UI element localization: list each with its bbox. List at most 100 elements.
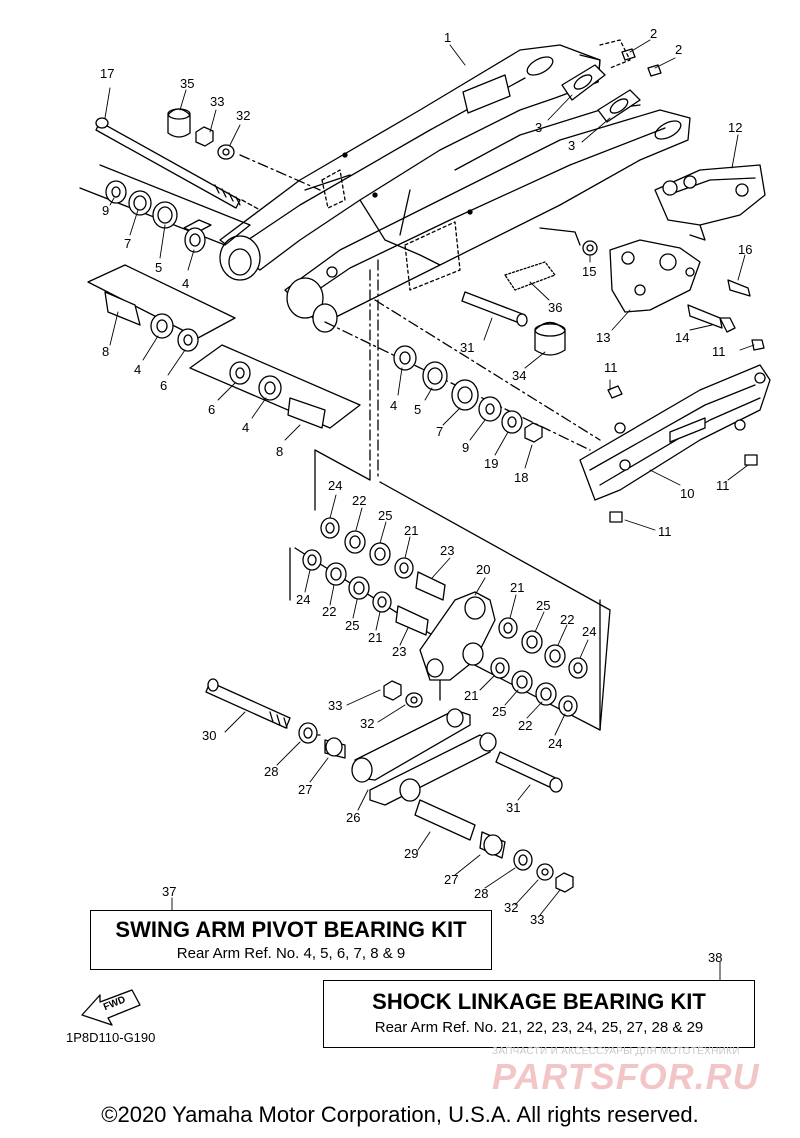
callout-22: 22: [518, 718, 532, 733]
pivot-bearing-set-upper-left: [79, 164, 251, 253]
callout-24: 24: [582, 624, 596, 639]
callout-28: 28: [264, 764, 278, 779]
callout-9: 9: [102, 203, 109, 218]
callout-11: 11: [716, 478, 730, 493]
swing-arm-kit-subtitle: Rear Arm Ref. No. 4, 5, 6, 7, 8 & 9: [176, 945, 406, 962]
callout-22: 22: [560, 612, 574, 627]
callout-24: 24: [328, 478, 342, 493]
callout-11: 11: [658, 524, 672, 539]
callout-18: 18: [514, 470, 528, 485]
callout-27: 27: [298, 782, 312, 797]
callout-27: 27: [444, 872, 458, 887]
callout-21: 21: [464, 688, 478, 703]
callout-8: 8: [276, 444, 283, 459]
watermark-tagline: ЗАПЧАСТИ И АКСЕССУАРЫ ДЛЯ МОТОТЕХНИКИ: [492, 1046, 740, 1057]
callout-33: 33: [328, 698, 342, 713]
callout-31: 31: [506, 800, 520, 815]
connecting-rod-group: [205, 599, 601, 893]
callout-3: 3: [535, 120, 542, 135]
chain-guide-bracket: [609, 239, 701, 313]
callout-4: 4: [390, 398, 397, 413]
callout-23: 23: [440, 543, 454, 558]
pivot-bolt-upper: [461, 291, 528, 327]
callout-8: 8: [102, 344, 109, 359]
callout-24: 24: [296, 592, 310, 607]
callout-31: 31: [460, 340, 474, 355]
shock-linkage-kit-title: SHOCK LINKAGE BEARING KIT: [372, 989, 706, 1014]
callout-5: 5: [155, 260, 162, 275]
callout-34: 34: [512, 368, 526, 383]
chain-guide: [654, 164, 766, 241]
callout-25: 25: [345, 618, 359, 633]
callout-14: 14: [675, 330, 689, 345]
chain-adjuster-plates: [561, 64, 641, 123]
pivot-bearing-set-lower-left: [189, 344, 361, 429]
relay-arm: [419, 591, 496, 681]
callout-4: 4: [182, 276, 189, 291]
callout-23: 23: [392, 644, 406, 659]
callout-2: 2: [675, 42, 682, 57]
callout-32: 32: [360, 716, 374, 731]
callout-13: 13: [596, 330, 610, 345]
callout-33: 33: [530, 912, 544, 927]
shock-linkage-kit-box: SHOCK LINKAGE BEARING KIT Rear Arm Ref. …: [323, 980, 755, 1048]
callout-7: 7: [436, 424, 443, 439]
swing-arm-pad: [504, 261, 566, 356]
swing-arm-body: [219, 44, 691, 333]
callout-17: 17: [100, 66, 114, 81]
pivot-shaft: [95, 108, 321, 211]
callout-16: 16: [738, 242, 752, 257]
callout-25: 25: [492, 704, 506, 719]
callout-25: 25: [378, 508, 392, 523]
callout-11: 11: [604, 360, 618, 375]
callout-6: 6: [160, 378, 167, 393]
callout-9: 9: [462, 440, 469, 455]
callout-21: 21: [404, 523, 418, 538]
callout-leaders: [104, 39, 755, 981]
callout-4: 4: [134, 362, 141, 377]
callout-5: 5: [414, 402, 421, 417]
callout-6: 6: [208, 402, 215, 417]
dash-guides: [369, 259, 601, 481]
callout-4: 4: [242, 420, 249, 435]
callout-22: 22: [322, 604, 336, 619]
callout-25: 25: [536, 598, 550, 613]
pivot-bearing-set-left: [87, 264, 236, 352]
swing-arm-kit-title: SWING ARM PIVOT BEARING KIT: [115, 917, 467, 942]
callout-12: 12: [728, 120, 742, 135]
callout-11: 11: [712, 344, 726, 359]
copyright-notice: ©2020 Yamaha Motor Corporation, U.S.A. A…: [101, 1102, 699, 1127]
callout-38: 38: [708, 950, 722, 965]
callout-2: 2: [650, 26, 657, 41]
callout-7: 7: [124, 236, 131, 251]
callout-32: 32: [236, 108, 250, 123]
watermark-logo: PARTSFOR.RU: [492, 1056, 760, 1097]
callout-3: 3: [568, 138, 575, 153]
callout-29: 29: [404, 846, 418, 861]
callout-33: 33: [210, 94, 224, 109]
slider-screws: [607, 339, 765, 523]
callout-1: 1: [444, 30, 451, 45]
callout-26: 26: [346, 810, 360, 825]
callout-21: 21: [368, 630, 382, 645]
shock-linkage-kit-subtitle: Rear Arm Ref. No. 21, 22, 23, 24, 25, 27…: [374, 1019, 704, 1036]
callout-37: 37: [162, 884, 176, 899]
callout-20: 20: [476, 562, 490, 577]
callout-30: 30: [202, 728, 216, 743]
bracket-bolts: [582, 240, 751, 333]
callout-22: 22: [352, 493, 366, 508]
fwd-arrow-icon: [81, 989, 141, 1026]
callout-28: 28: [474, 886, 488, 901]
swing-arm-pivot-kit-box: SWING ARM PIVOT BEARING KIT Rear Arm Ref…: [90, 910, 492, 970]
callout-35: 35: [180, 76, 194, 91]
pivot-bearing-set-right: [324, 321, 591, 451]
callout-15: 15: [582, 264, 596, 279]
callout-36: 36: [548, 300, 562, 315]
callout-10: 10: [680, 486, 694, 501]
small-bolts: [599, 39, 662, 77]
callout-21: 21: [510, 580, 524, 595]
linkage-bearings: [302, 517, 588, 717]
diagram-code: 1P8D110-G190: [66, 1030, 156, 1045]
callout-32: 32: [504, 900, 518, 915]
